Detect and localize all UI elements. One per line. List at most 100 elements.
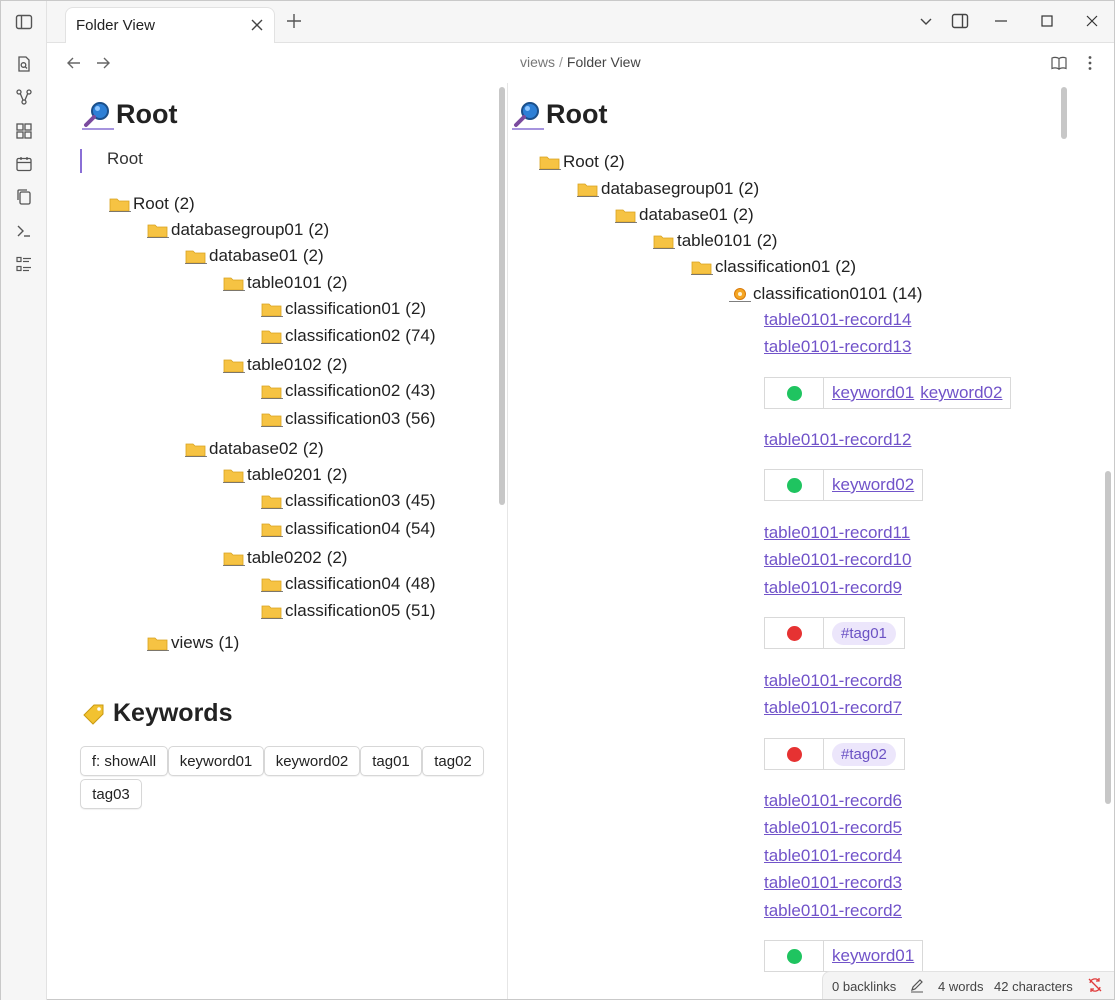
close-icon[interactable] [248, 16, 266, 34]
terminal-icon[interactable] [14, 221, 34, 241]
window-close-icon[interactable] [1083, 12, 1101, 30]
status-dot-icon [786, 625, 802, 641]
arrow-left-icon[interactable] [65, 54, 83, 72]
record-link[interactable]: table0101-record2 [764, 901, 902, 920]
backlinks-count[interactable]: 0 backlinks [832, 979, 897, 994]
tree-item[interactable]: classification03(45) [261, 491, 436, 511]
magnifier-icon [80, 100, 114, 130]
tree-item-count: (2) [302, 246, 324, 265]
tree-item[interactable]: Root(2) [109, 194, 195, 214]
status-cell [765, 618, 824, 648]
tree-item-label: databasegroup01 [601, 179, 734, 198]
gear-icon [729, 286, 751, 302]
new-tab-plus-icon[interactable] [285, 12, 303, 30]
record-link[interactable]: table0101-record6 [764, 791, 902, 810]
record-link[interactable]: table0101-record13 [764, 337, 912, 356]
keyword-filter-button[interactable]: keyword01 [168, 746, 264, 776]
keyword-link[interactable]: keyword01 [832, 383, 915, 402]
tree-item[interactable]: classification02(43) [261, 381, 436, 401]
more-options-icon[interactable] [1081, 54, 1099, 72]
keyword-link[interactable]: keyword02 [832, 475, 915, 494]
tree-item[interactable]: classification05(51) [261, 601, 436, 621]
tree-item[interactable]: table0102(2) [223, 355, 347, 375]
tree-item[interactable]: table0101(2) [223, 273, 347, 293]
sync-off-icon[interactable] [1087, 977, 1103, 996]
tree-item-count: (2) [738, 179, 760, 198]
keyword-filter-button[interactable]: tag01 [360, 746, 422, 776]
keyword-filter-button[interactable]: tag02 [422, 746, 484, 776]
tree-item[interactable]: classification04(48) [261, 574, 436, 594]
record-link[interactable]: table0101-record12 [764, 430, 912, 449]
right-pane-scrollbar[interactable] [1061, 87, 1067, 139]
tree-item[interactable]: table0202(2) [223, 548, 347, 568]
metadata-table: #tag01 [764, 617, 905, 649]
values-cell: keyword02 [824, 470, 922, 500]
record-link[interactable]: table0101-record4 [764, 846, 902, 865]
breadcrumb-current[interactable]: Folder View [566, 54, 641, 70]
folder-icon [261, 328, 283, 344]
minimize-icon[interactable] [992, 12, 1010, 30]
folder-icon [261, 521, 283, 537]
tree-item[interactable]: views(1) [147, 633, 239, 653]
chevron-down-icon[interactable] [917, 12, 935, 30]
pencil-edit-icon[interactable] [909, 977, 925, 996]
record-link[interactable]: table0101-record7 [764, 698, 902, 717]
sidebar-toggle-icon[interactable] [14, 12, 34, 32]
tree-item[interactable]: table0101(2) [653, 231, 777, 251]
blockquote: Root [80, 149, 143, 173]
record-link[interactable]: table0101-record9 [764, 578, 902, 597]
record-link[interactable]: table0101-record14 [764, 310, 912, 329]
keyword-link[interactable]: keyword02 [920, 383, 1003, 402]
tree-item[interactable]: databasegroup01(2) [147, 220, 329, 240]
tree-item[interactable]: database02(2) [185, 439, 324, 459]
graph-view-icon[interactable] [14, 87, 34, 107]
left-scrollbar[interactable] [499, 87, 505, 505]
status-dot-icon [786, 948, 802, 964]
keyword-link[interactable]: keyword01 [832, 946, 915, 965]
keyword-filter-button[interactable]: tag03 [80, 779, 142, 809]
status-cell [765, 470, 824, 500]
tree-item-label: classification0101 [753, 284, 888, 303]
tree-item[interactable]: databasegroup01(2) [577, 179, 759, 199]
tree-item[interactable]: table0201(2) [223, 465, 347, 485]
reading-view-book-icon[interactable] [1050, 54, 1068, 72]
tree-item[interactable]: classification04(54) [261, 519, 436, 539]
folder-icon [261, 301, 283, 317]
tree-item[interactable]: classification01(2) [261, 299, 426, 319]
right-sidebar-toggle-icon[interactable] [951, 12, 969, 30]
tree-item-count: (2) [732, 205, 754, 224]
tag-chip[interactable]: #tag02 [832, 742, 896, 766]
window-scrollbar[interactable] [1105, 471, 1111, 804]
tree-item-count: (54) [405, 519, 436, 538]
record-link[interactable]: table0101-record11 [764, 523, 911, 542]
record-link[interactable]: table0101-record3 [764, 873, 902, 892]
canvas-grid-icon[interactable] [14, 121, 34, 141]
file-search-icon[interactable] [14, 54, 34, 74]
tree-item[interactable]: database01(2) [615, 205, 754, 225]
tree-item[interactable]: classification01(2) [691, 257, 856, 277]
metadata-table: keyword02 [764, 469, 924, 501]
tree-item[interactable]: database01(2) [185, 246, 324, 266]
tab-folder-view[interactable]: Folder View [65, 7, 275, 43]
maximize-icon[interactable] [1038, 12, 1056, 30]
folder-icon [577, 181, 599, 197]
breadcrumb-parent[interactable]: views [520, 54, 556, 70]
tree-item[interactable]: classification0101(14) [729, 284, 922, 304]
folder-icon [223, 467, 245, 483]
tab-title: Folder View [76, 17, 155, 34]
tag-chip[interactable]: #tag01 [832, 621, 896, 645]
record-link[interactable]: table0101-record5 [764, 818, 902, 837]
copy-files-icon[interactable] [14, 187, 34, 207]
tree-item[interactable]: classification02(74) [261, 326, 436, 346]
keyword-filter-button[interactable]: keyword02 [264, 746, 360, 776]
tree-item[interactable]: Root(2) [539, 152, 625, 172]
list-blocks-icon[interactable] [14, 254, 34, 274]
keyword-filter-button[interactable]: f: showAll [80, 746, 168, 776]
arrow-right-icon[interactable] [94, 54, 112, 72]
record-link[interactable]: table0101-record10 [764, 550, 912, 569]
record-link[interactable]: table0101-record8 [764, 671, 902, 690]
calendar-icon[interactable] [14, 154, 34, 174]
folder-icon [185, 248, 207, 264]
tree-item[interactable]: classification03(56) [261, 409, 436, 429]
